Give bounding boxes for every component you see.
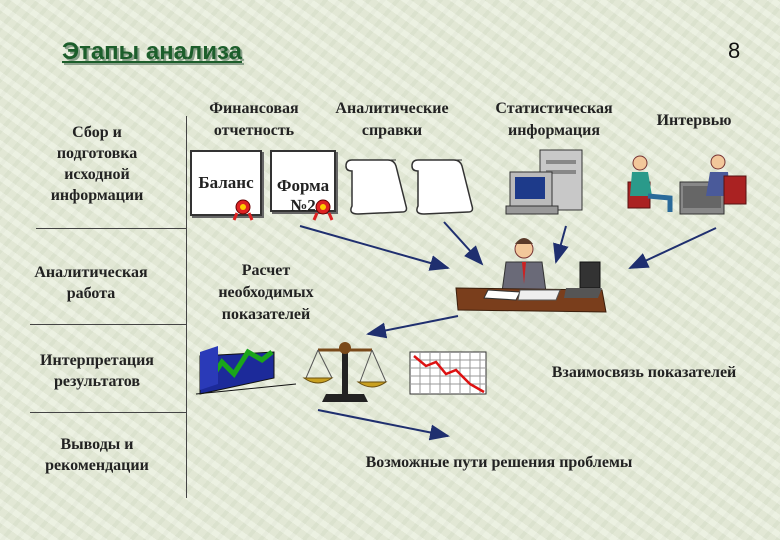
arrow: [317, 409, 450, 441]
arrow: [628, 227, 717, 269]
label-interview: Интервью: [656, 112, 732, 129]
stage-separator: [186, 116, 187, 498]
arrow: [299, 225, 450, 271]
stage-divider: [30, 412, 186, 413]
computer-icon: [505, 149, 583, 215]
stage-conclusions: Выводы и рекомендации: [45, 436, 149, 474]
label-solutions: Возможные пути решения проблемы: [365, 454, 633, 471]
decline-chart-icon: [409, 351, 487, 395]
balance-label: Баланс: [198, 173, 254, 192]
stage-collection: Сбор и подготовка исходной информации: [50, 124, 144, 204]
interview-icon: [627, 154, 747, 215]
manager-desk-icon: [455, 238, 607, 313]
stage-divider: [30, 324, 186, 325]
page-title: Этапы анализа: [62, 38, 242, 65]
seal-icon: [312, 199, 334, 221]
page-number: 8: [728, 38, 741, 63]
label-analytical: Аналитические справки: [335, 100, 449, 139]
form-label: Форма №2: [276, 176, 330, 215]
stage-divider: [36, 228, 186, 229]
label-statistical: Статистическая информация: [495, 100, 613, 139]
seal-icon: [232, 199, 254, 221]
stage-interpretation: Интерпретация результатов: [40, 352, 154, 390]
label-calculation: Расчет необходимых показателей: [218, 262, 314, 323]
arrow: [366, 315, 459, 339]
scroll-icon: [345, 159, 408, 215]
growth-chart-icon: [195, 346, 297, 395]
stage-analysis: Аналитическая работа: [34, 264, 148, 302]
scroll-icon: [411, 159, 474, 215]
label-relation: Взаимосвязь показателей: [551, 364, 737, 381]
scales-icon: [302, 342, 388, 402]
arrow: [553, 225, 569, 264]
label-financial: Финансовая отчетность: [209, 100, 299, 139]
arrow: [443, 221, 484, 266]
